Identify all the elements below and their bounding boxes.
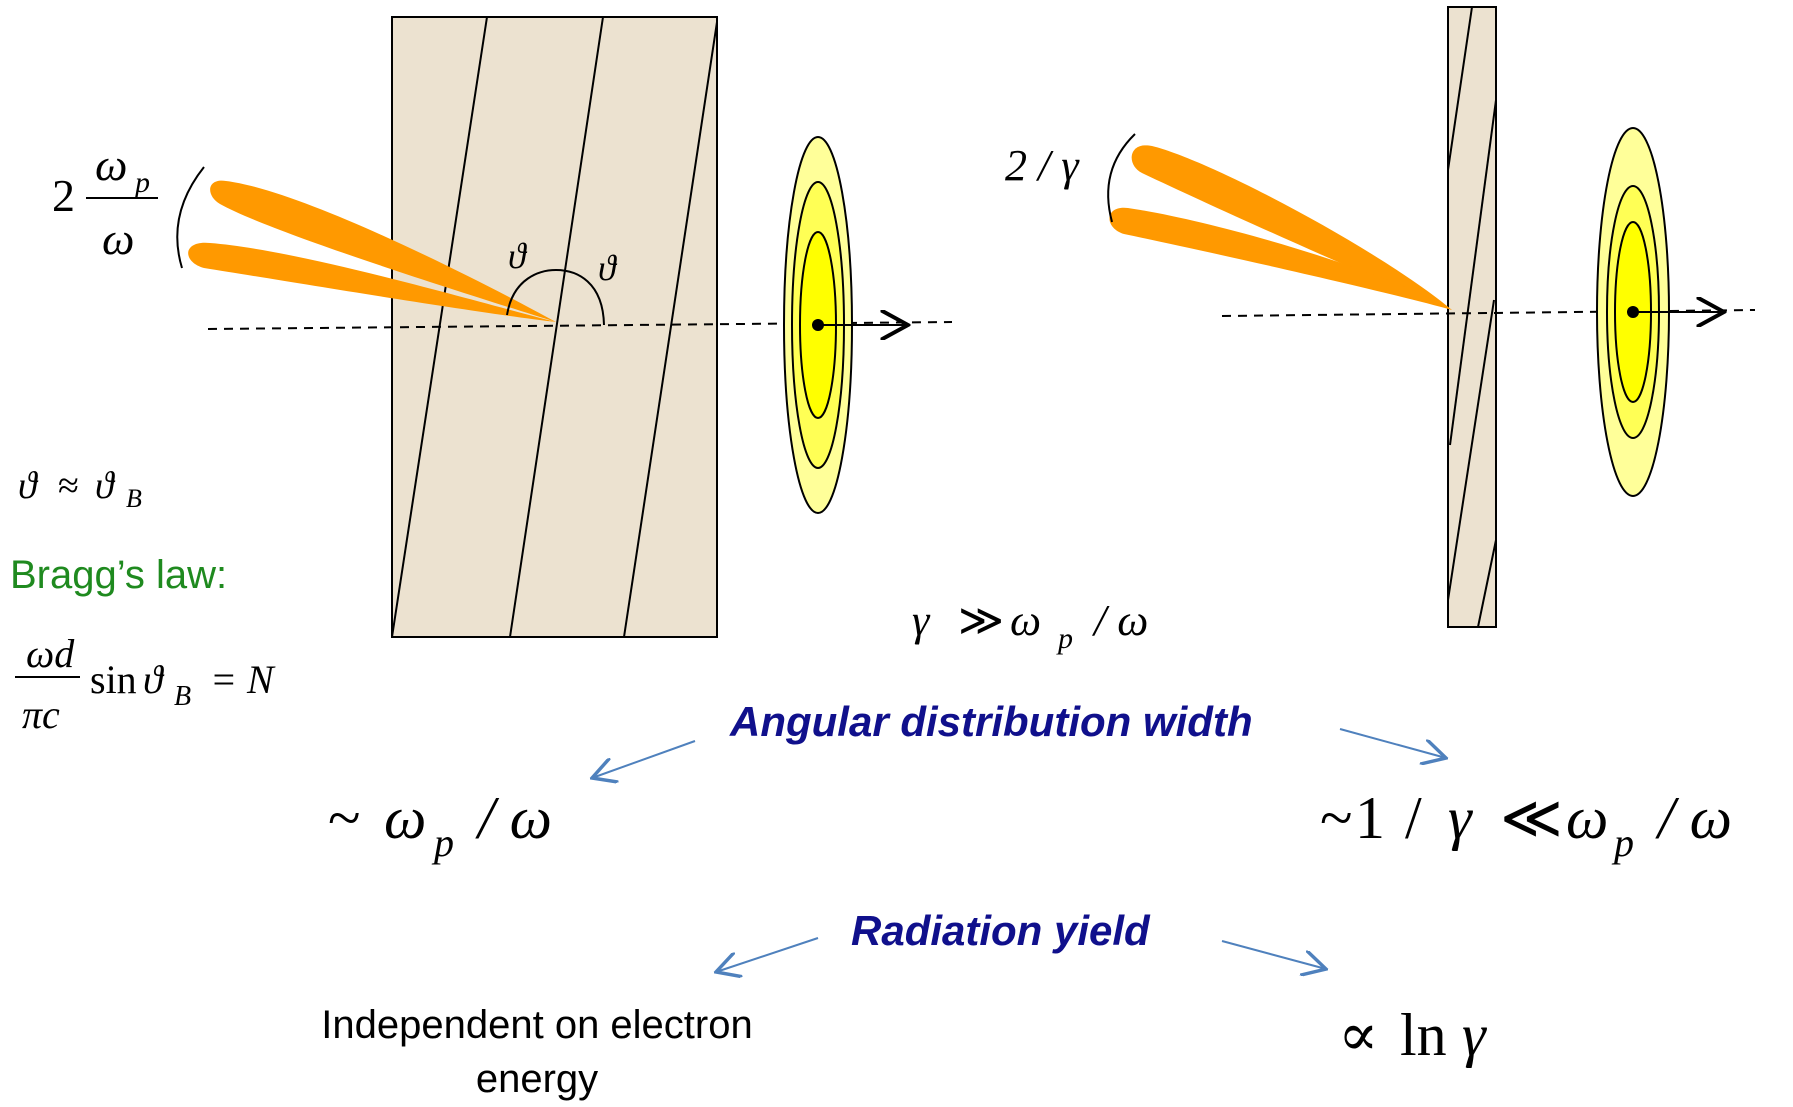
radiation-yield-section: Radiation yield Independent on electron … xyxy=(321,907,1487,1101)
radiation-lobe-lower-right xyxy=(1109,207,1452,310)
left-setup: 2 ω p ω ϑ ϑ ϑ ≈ ϑ B xyxy=(18,16,953,638)
gamma-condition: γ ≫ ω p / ω xyxy=(912,596,1148,655)
right-setup: 2 / γ γ ≫ ω p / ω xyxy=(912,6,1756,655)
angular-left-omega: ω xyxy=(384,785,426,851)
beam-axis xyxy=(207,321,953,330)
gamma-condition-rest: / ω xyxy=(1091,596,1148,645)
bragg-title: Bragg’s law: xyxy=(10,553,227,597)
angular-right-sub: p xyxy=(1611,820,1634,865)
thick-slab xyxy=(391,16,718,638)
angular-right-slash: / xyxy=(1405,785,1422,851)
thin-slab-plane-line xyxy=(1447,299,1495,601)
yield-arrow-right xyxy=(1221,940,1326,969)
yield-arrow-left xyxy=(716,937,819,972)
thin-slab-plane-line xyxy=(1477,539,1497,628)
bragg-theta: ϑ xyxy=(143,657,165,702)
condition-rhs-sub: B xyxy=(126,484,142,513)
yield-right-ln: ln xyxy=(1400,1002,1447,1068)
yield-right-gamma: γ xyxy=(1462,1002,1487,1068)
condition-op: ≈ xyxy=(58,465,79,507)
angular-right-omega: ω xyxy=(1566,785,1608,851)
bragg-angle-condition: ϑ ≈ ϑ B xyxy=(18,465,142,513)
theta-label-left: ϑ xyxy=(508,236,528,276)
cone-label-prefix: 2 xyxy=(52,170,75,221)
radiation-lobe-upper-right xyxy=(1131,145,1452,310)
angular-right-op: ≪ xyxy=(1500,785,1563,851)
angular-width-section: Angular distribution width ~ ω p / ω ~ 1… xyxy=(328,698,1732,865)
bragg-numerator: ωd xyxy=(26,631,75,676)
radiation-lobe-lower xyxy=(188,242,556,322)
theta-angle-arc xyxy=(506,268,605,326)
slab-plane-line xyxy=(623,21,718,638)
cone-angle-bracket xyxy=(176,166,205,269)
bragg-theta-sub: B xyxy=(174,681,191,712)
gamma-condition-lhs: γ xyxy=(912,596,931,645)
cone-label-numerator-sub: p xyxy=(133,166,150,199)
cone-angle-bracket-right xyxy=(1107,133,1136,223)
angular-width-right: ~ 1 / γ ≪ ω p / ω xyxy=(1320,785,1732,865)
thin-slab-plane-line xyxy=(1447,6,1473,171)
angular-right-gamma: γ xyxy=(1448,785,1473,851)
angular-left-sub: p xyxy=(431,820,454,865)
radiation-lobe-upper xyxy=(210,180,556,322)
condition-lhs: ϑ xyxy=(18,465,39,507)
bragg-sin: sin xyxy=(90,657,137,702)
thin-slab xyxy=(1447,6,1497,628)
bragg-denominator: πc xyxy=(22,692,60,737)
theta-label-right: ϑ xyxy=(598,248,618,288)
angular-right-rest: / ω xyxy=(1655,785,1732,851)
bragg-rhs: = N xyxy=(210,657,276,702)
slab-plane-line xyxy=(509,16,604,638)
yield-heading: Radiation yield xyxy=(851,907,1151,954)
yield-right-prop: ∝ xyxy=(1338,1002,1379,1068)
yield-left-line2: energy xyxy=(476,1057,598,1101)
condition-rhs: ϑ xyxy=(95,465,116,507)
angular-right-tilde: ~ xyxy=(1320,785,1352,851)
yield-right: ∝ ln γ xyxy=(1338,1002,1487,1068)
cone-label-right: 2 / γ xyxy=(1005,141,1080,190)
angular-arrow-left xyxy=(592,740,696,778)
angular-left-rest: / ω xyxy=(475,785,552,851)
cone-label-denominator: ω xyxy=(102,213,134,264)
angular-heading: Angular distribution width xyxy=(729,698,1253,745)
cone-label-numerator: ω xyxy=(95,139,127,190)
bragg-law: Bragg’s law: ωd πc sin ϑ B = N xyxy=(10,553,276,737)
angular-width-left: ~ ω p / ω xyxy=(328,785,552,865)
angular-left-tilde: ~ xyxy=(328,785,360,851)
gamma-condition-op: ≫ xyxy=(958,596,1004,645)
gamma-condition-omega-sub: p xyxy=(1056,622,1073,655)
gamma-condition-omega: ω xyxy=(1010,596,1041,645)
beam-axis-right xyxy=(1221,309,1756,317)
angular-arrow-right xyxy=(1339,728,1446,758)
angular-right-one: 1 xyxy=(1355,785,1385,851)
cone-width-label: 2 ω p ω xyxy=(52,139,158,264)
yield-left-line1: Independent on electron xyxy=(321,1003,752,1047)
thin-slab-plane-line xyxy=(1449,99,1497,446)
